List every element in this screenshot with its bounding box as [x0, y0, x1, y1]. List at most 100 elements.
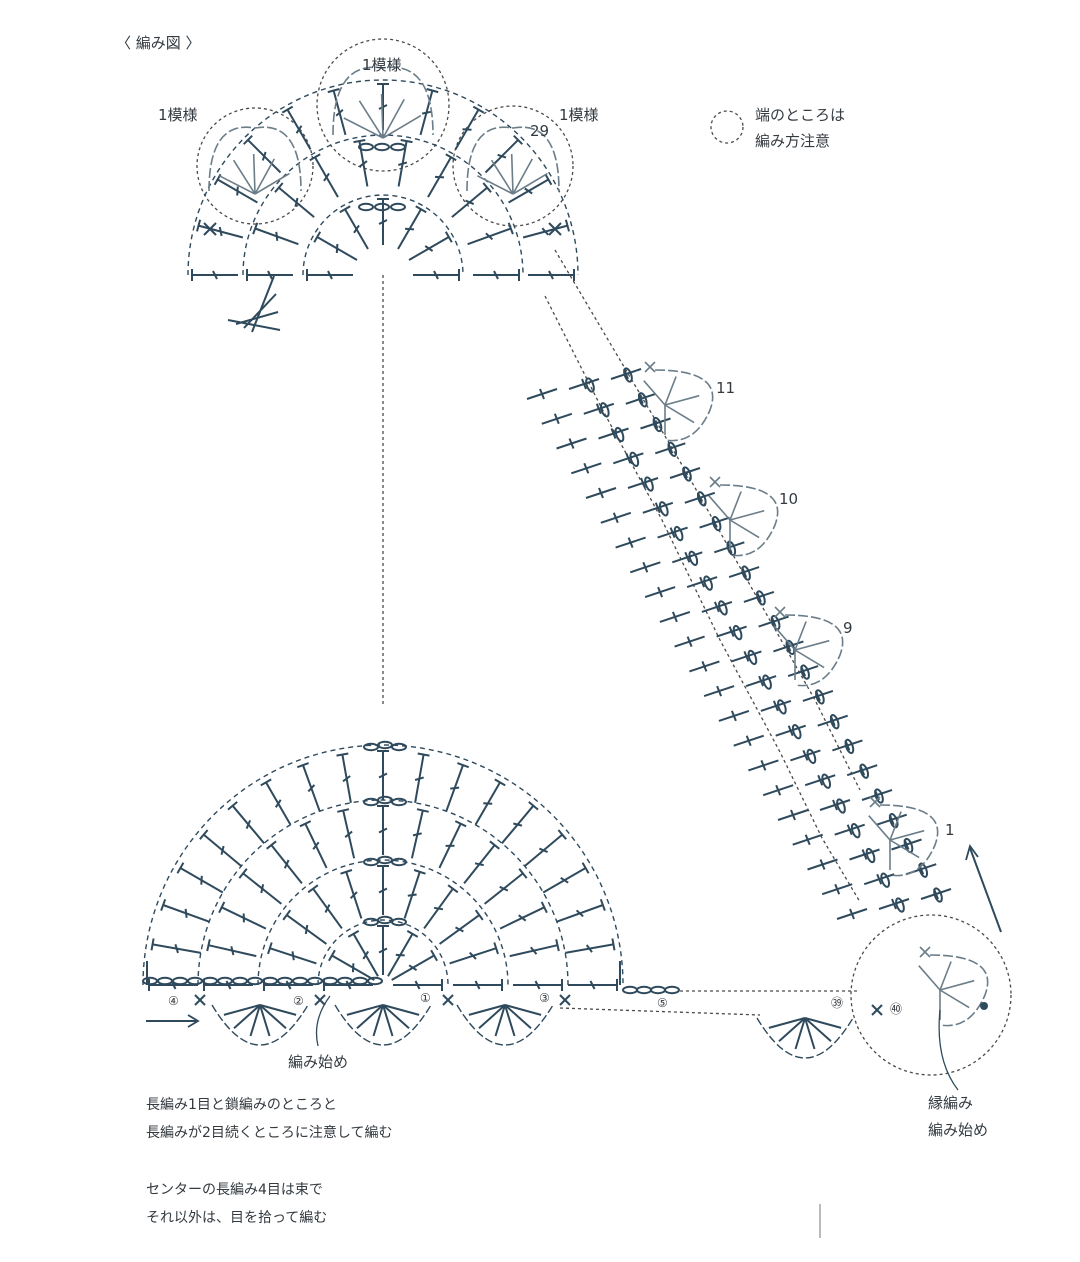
motif-stitch: [510, 153, 514, 195]
base-chain-tail: [664, 985, 680, 995]
side-sc-mark: [774, 606, 786, 618]
side-stitch: [918, 965, 941, 991]
side-stitch: [889, 829, 925, 841]
fan-stitch-top: [494, 778, 506, 787]
fan-row-arc-0: [317, 919, 449, 986]
motif-stitch: [512, 158, 534, 195]
fan-stitch-tick: [345, 980, 352, 990]
fan-stitch-top: [199, 829, 209, 840]
top-stitch-tick: [353, 224, 360, 234]
scallop-stitch: [259, 1004, 271, 1037]
top-stitch-tick: [493, 270, 499, 280]
fan-stitch-tick: [539, 847, 548, 854]
dashed-circle-center: [316, 38, 450, 172]
side-stitch: [708, 495, 731, 521]
top-stitch-tick: [497, 153, 507, 159]
top-stitch-top: [415, 205, 427, 214]
fan-stitch-top: [160, 898, 167, 911]
band-stitch-tick: [772, 700, 779, 712]
sc-mark: [314, 994, 326, 1006]
fan-stitch-tick: [312, 841, 320, 850]
scallop-stitch: [504, 1004, 532, 1030]
fan-stitch-top: [454, 820, 467, 828]
start-arrow-icon: [187, 1014, 200, 1028]
base-chain: [352, 976, 368, 986]
band-chain: [859, 763, 870, 779]
fan-stitch-top: [347, 930, 360, 938]
band-chain: [682, 466, 692, 482]
fan-stitch-top: [489, 840, 500, 850]
fan-stitch-tick: [455, 926, 464, 933]
lower-scallop-2: [456, 1004, 554, 1046]
scallop-stitch: [346, 1004, 384, 1016]
band-stitch-tick: [817, 774, 824, 786]
start-label: 編み始め: [288, 1053, 349, 1071]
band-chain: [637, 392, 648, 408]
band-stitch-tick: [760, 760, 767, 771]
top-stitch-tick: [524, 187, 533, 195]
fan-stitch-tick: [378, 827, 388, 834]
top-stitch-tick: [335, 243, 339, 254]
base-chain: [217, 976, 233, 986]
fan-stitch-top: [150, 938, 155, 951]
fan-stitch-top: [611, 938, 616, 951]
band-stitch-tick: [819, 859, 826, 870]
scallop-stitch: [768, 1017, 806, 1029]
sc-mark: [871, 1004, 883, 1016]
fan-stitch-tick: [274, 799, 282, 808]
side-stitch: [794, 649, 825, 669]
side-stitch: [729, 509, 765, 521]
top-stitch-top: [353, 139, 366, 144]
base-chain: [262, 976, 278, 986]
fan-stitch-top: [336, 752, 349, 757]
fan-stitch-top: [328, 949, 336, 962]
side-stitch: [939, 961, 952, 991]
band-stitch-tick: [832, 799, 838, 811]
note-4: それ以外は、目を拾って編む: [146, 1210, 328, 1226]
row-number-11: 11: [716, 379, 736, 397]
fan-stitch-top: [340, 869, 353, 875]
fan-stitch-tick: [575, 909, 584, 918]
band-stitch-tick: [598, 487, 604, 499]
fan-stitch-top: [337, 808, 350, 813]
band-chain: [785, 639, 796, 656]
top-stitch-tick: [548, 270, 554, 280]
dashed-circle-left: [196, 107, 314, 225]
band-chain: [741, 565, 751, 581]
top-stitch-tick: [294, 197, 299, 207]
fan-stitch-tick: [534, 980, 541, 990]
legend-line-2: 編み方注意: [755, 132, 831, 150]
band-chain: [688, 550, 699, 566]
base-chain: [187, 976, 203, 986]
motif-stitch: [252, 153, 256, 195]
motif-label-center: 1模様: [362, 56, 402, 74]
diagonal-band: [526, 367, 952, 920]
edging-scallops: [208, 66, 989, 1027]
edge-start-line-2: 編み始め: [928, 1121, 989, 1139]
base-chain: [202, 976, 218, 986]
side-scallop-1: [719, 484, 779, 557]
side-stitch: [729, 491, 742, 521]
fan-stitch-tick: [474, 862, 484, 867]
band-chain: [844, 738, 855, 755]
motif-stitch: [343, 117, 384, 139]
side-stitch: [939, 979, 975, 991]
band-chain: [933, 887, 943, 903]
fan-stitch-top: [176, 862, 185, 874]
top-stitch-top: [400, 139, 413, 144]
band-stitch-tick: [728, 626, 735, 637]
top-stitch-top: [445, 153, 457, 162]
band-stitch-tick: [612, 512, 619, 524]
top-chain: [374, 202, 390, 212]
base-chain: [337, 976, 353, 986]
fan-stitch-tick: [230, 946, 235, 956]
band-chain: [599, 402, 610, 418]
direction-arrow-icon: [965, 843, 979, 861]
base-fan: [142, 740, 883, 1059]
fan-stitch-tick: [513, 822, 523, 827]
band-stitch-tick: [716, 685, 723, 697]
band-chain: [756, 590, 766, 606]
band-stitch-tick: [581, 378, 587, 390]
band-stitch-tick: [743, 651, 750, 662]
